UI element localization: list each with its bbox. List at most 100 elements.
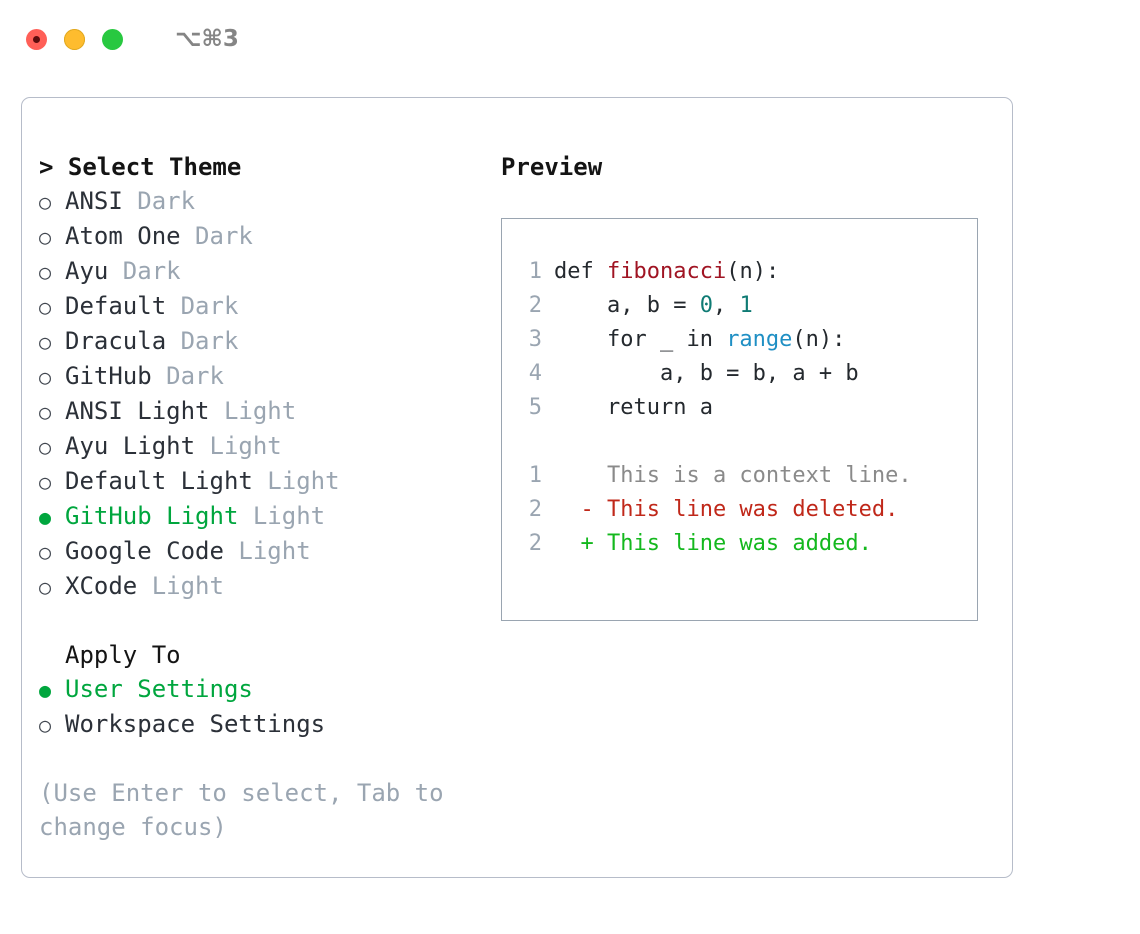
theme-variant-badge: Light [137, 572, 224, 600]
diff-sign: - [554, 497, 607, 522]
theme-list-item[interactable]: ○ Google Code Light [39, 534, 489, 569]
diff-line: 2 - This line was deleted. [516, 493, 977, 527]
theme-label: Dracula [65, 327, 167, 355]
code-line-text: for _ in range(n): [554, 323, 845, 357]
radio-unselected-icon[interactable]: ○ [39, 400, 52, 424]
radio-unselected-icon[interactable]: ○ [39, 225, 52, 249]
close-button-icon[interactable] [26, 28, 47, 50]
code-token: return a [554, 395, 713, 420]
radio-unselected-icon[interactable]: ○ [39, 295, 52, 319]
radio-unselected-icon[interactable]: ○ [39, 190, 52, 214]
theme-list-item[interactable]: ● GitHub Light Light [39, 499, 489, 534]
theme-label: ANSI Light [65, 397, 210, 425]
theme-list-item[interactable]: ○Ayu Dark [39, 254, 489, 289]
code-line: 1 def fibonacci(n): [516, 255, 977, 289]
theme-variant-badge: Light [238, 502, 326, 530]
theme-label: GitHub Light [65, 502, 239, 530]
diff-line-number: 2 [528, 497, 542, 522]
keyboard-hint-text: (Use Enter to select, Tab to change focu… [39, 779, 444, 841]
diff-sign [554, 459, 607, 493]
minimize-button-icon[interactable] [64, 28, 85, 50]
code-line-number: 5 [528, 395, 542, 420]
theme-picker-column: > Select Theme ○ANSI Dark○Atom One Dark○… [39, 150, 489, 844]
diff-sign: + [554, 531, 607, 556]
apply-to-label: User Settings [65, 675, 253, 703]
radio-unselected-icon[interactable]: ○ [39, 540, 52, 564]
theme-list-item[interactable]: ○ ANSI Light Light [39, 394, 489, 429]
radio-selected-icon[interactable]: ● [39, 505, 52, 529]
code-line: 4 a, b = b, a + b [516, 357, 977, 391]
code-line-number: 3 [528, 327, 542, 352]
diff-line: 1 This is a context line. [516, 459, 977, 493]
preview-heading: Preview [501, 153, 603, 181]
code-line: 2 a, b = 0, 1 [516, 289, 977, 323]
radio-unselected-icon[interactable]: ○ [39, 260, 52, 284]
diff-text: This is a context line. [606, 463, 912, 488]
radio-unselected-icon[interactable]: ○ [39, 713, 52, 737]
code-line: 5 return a [516, 391, 977, 425]
theme-label: Google Code [65, 537, 224, 565]
apply-to-item[interactable]: ● User Settings [39, 672, 489, 707]
theme-variant-badge: Light [223, 537, 311, 565]
diff-block: 1 This is a context line.2 - This line w… [516, 459, 977, 561]
diff-line: 2 + This line was added. [516, 527, 977, 561]
theme-list-item[interactable]: ○ Dracula Dark [39, 324, 489, 359]
theme-variant-badge: Dark [180, 222, 253, 250]
theme-list-item[interactable]: ○ ANSI Dark [39, 184, 489, 219]
radio-unselected-icon[interactable]: ○ [39, 435, 52, 459]
theme-list-item[interactable]: ○Default Dark [39, 289, 489, 324]
theme-label: Ayu [65, 257, 109, 285]
radio-unselected-icon[interactable]: ○ [39, 365, 52, 389]
apply-to-list: ● User Settings ○ Workspace Settings [39, 672, 489, 742]
code-line-text: def fibonacci(n): [554, 255, 779, 289]
diff-line-number: 1 [528, 463, 542, 488]
theme-variant-badge: Light [209, 397, 297, 425]
code-token: a, b = b, a + b [554, 361, 859, 386]
apply-to-item[interactable]: ○ Workspace Settings [39, 707, 489, 742]
theme-list-item[interactable]: ○ Atom One Dark [39, 219, 489, 254]
theme-variant-badge: Dark [166, 327, 239, 355]
code-token: a, b = [554, 293, 700, 318]
radio-selected-icon[interactable]: ● [39, 678, 52, 702]
theme-label: ANSI [65, 187, 123, 215]
code-line-text: a, b = b, a + b [554, 357, 859, 391]
radio-unselected-icon[interactable]: ○ [39, 470, 52, 494]
title-bar: ⌥⌘3 [0, 0, 1140, 78]
theme-label: Default Light [65, 467, 253, 495]
code-blank-line [516, 425, 977, 459]
code-token: 1 [739, 293, 753, 318]
theme-list: ○ANSI Dark○Atom One Dark○Ayu Dark○Defaul… [39, 184, 489, 604]
code-token: (n): [726, 259, 780, 284]
main-panel: > Select Theme ○ANSI Dark○Atom One Dark○… [21, 97, 1013, 878]
zoom-button-icon[interactable] [102, 28, 123, 50]
diff-text: This line was deleted. [606, 497, 899, 522]
code-line-text: return a [554, 391, 713, 425]
apply-to-label: Workspace Settings [65, 710, 326, 738]
code-token: , [712, 293, 740, 318]
radio-unselected-icon[interactable]: ○ [39, 330, 52, 354]
diff-line-number: 2 [528, 531, 542, 556]
code-token: range [726, 327, 793, 352]
code-line-number: 1 [528, 259, 542, 284]
theme-variant-badge: Light [252, 467, 340, 495]
theme-list-item[interactable]: ○GitHub Dark [39, 359, 489, 394]
theme-list-item[interactable]: ○XCode Light [39, 569, 489, 604]
theme-variant-badge: Dark [122, 187, 196, 215]
theme-label: Atom One [65, 222, 181, 250]
select-theme-heading: > Select Theme [39, 153, 242, 181]
spacer [39, 604, 489, 638]
code-line: 3 for _ in range(n): [516, 323, 977, 357]
theme-list-item[interactable]: ○Ayu Light Light [39, 429, 489, 464]
diff-text: This line was added. [606, 531, 872, 556]
theme-variant-badge: Light [195, 432, 282, 460]
code-token: for _ in [554, 327, 727, 352]
code-line-number: 2 [528, 293, 542, 318]
code-token: fibonacci [606, 259, 727, 284]
theme-list-item[interactable]: ○ Default Light Light [39, 464, 489, 499]
theme-variant-badge: Dark [151, 362, 224, 390]
radio-unselected-icon[interactable]: ○ [39, 575, 52, 599]
theme-variant-badge: Dark [166, 292, 239, 320]
